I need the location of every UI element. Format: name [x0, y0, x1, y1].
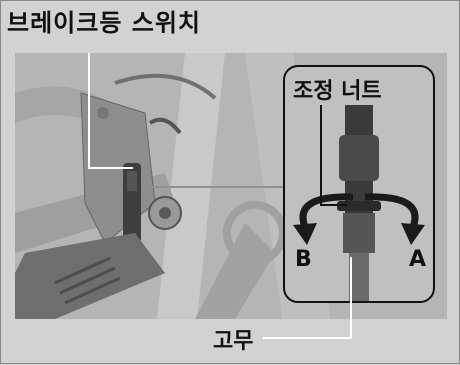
adjust-nut-inset	[283, 65, 435, 303]
direction-a-label: A	[409, 247, 427, 272]
rotate-left-arrow-icon	[299, 193, 354, 229]
direction-b-label: B	[295, 247, 312, 272]
brake-light-switch-label: 브레이크등 스위치	[7, 9, 201, 37]
adjusting-nut-label: 조정 너트	[293, 79, 382, 104]
rubber-boot-label: 고무	[213, 329, 254, 354]
rotate-right-arrow-icon	[364, 193, 419, 229]
